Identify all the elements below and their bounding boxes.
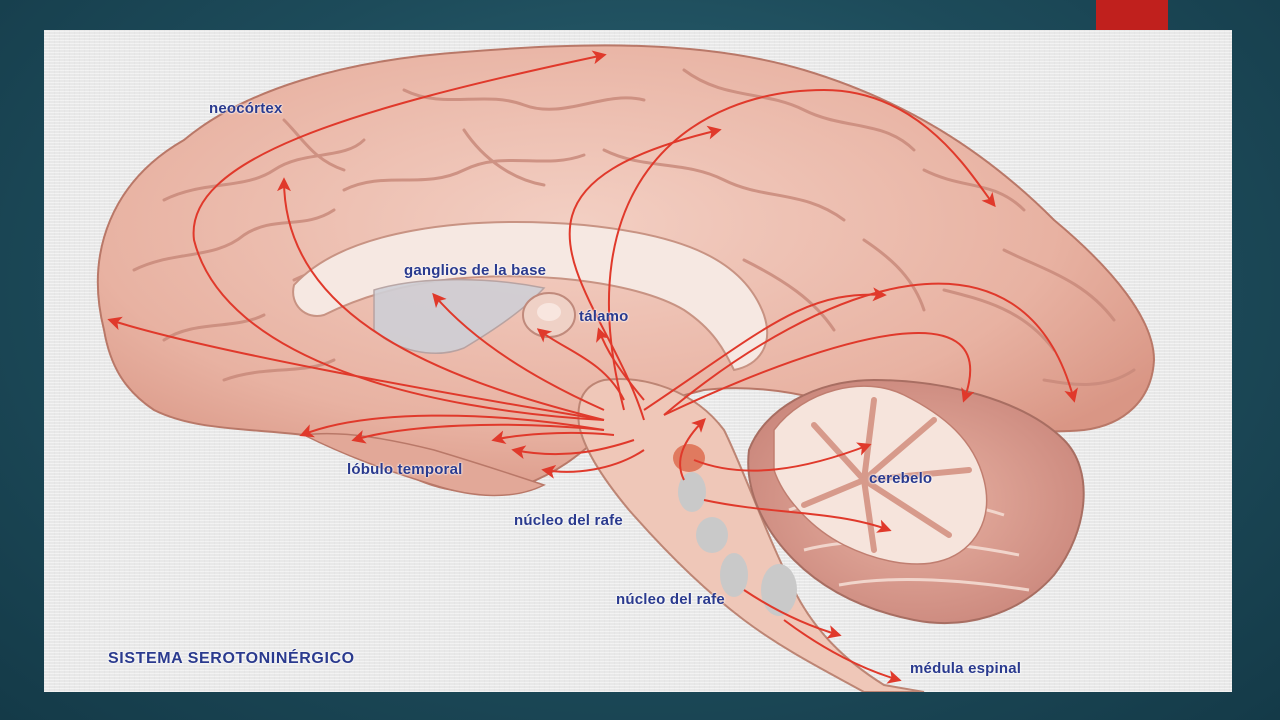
pathway-to-frontal-pole: [107, 316, 605, 421]
pathway-temporal-5: [541, 449, 645, 479]
label-basal-ganglia: ganglios de la base: [404, 262, 547, 279]
label-spinal-cord: médula espinal: [910, 660, 1022, 677]
pathway-to-cingulate: [277, 177, 605, 421]
slide-accent-tab: [1096, 0, 1168, 30]
arbor-vitae-branches: [801, 397, 972, 553]
temporal-lobe: [301, 432, 546, 497]
pathway-temporal-3: [491, 430, 615, 445]
pathway-to-occipital-lower: [663, 332, 975, 416]
pathway-to-basal-ganglia: [432, 292, 605, 411]
label-cerebellum: cerebelo: [869, 470, 933, 487]
basal-ganglia-region: [373, 278, 546, 354]
pathway-to-occipital: [643, 287, 887, 411]
pathway-to-thalamus: [536, 328, 625, 401]
diagram-panel: neocórtex ganglios de la base tálamo lób…: [44, 30, 1232, 692]
pathway-temporal-1: [299, 414, 605, 438]
pathway-superior-arc: [607, 88, 996, 411]
label-temporal-lobe: lóbulo temporal: [347, 461, 463, 478]
label-raphe-nucleus-lower: núcleo del rafe: [616, 591, 725, 608]
pathway-to-thalamus-2: [596, 327, 645, 401]
pathway-to-spinal-cord-2: [783, 619, 902, 684]
brain-sagittal-illustration: [96, 44, 1156, 692]
label-neocortex: neocórtex: [209, 100, 283, 117]
pathway-to-cerebellum-2: [703, 499, 892, 533]
pathway-ascending-raphe: [679, 418, 706, 481]
raphe-nuclei: [673, 444, 797, 616]
brainstem: [577, 378, 925, 692]
pathway-temporal-2: [351, 423, 605, 444]
arbor-vitae: [773, 385, 988, 565]
pathway-to-cerebellum-1: [693, 442, 872, 472]
label-thalamus: tálamo: [579, 308, 629, 325]
thalamus-core: [537, 303, 561, 321]
diagram-title: SISTEMA SEROTONINÉRGICO: [108, 650, 355, 667]
pathway-to-neocortex-front: [192, 50, 607, 421]
pathway-temporal-4: [511, 439, 635, 460]
pathway-to-posterior-pole: [663, 282, 1078, 416]
pathway-to-spinal-cord-1: [743, 589, 842, 639]
pathway-to-parietal: [568, 125, 722, 421]
label-raphe-nucleus-upper: núcleo del rafe: [514, 512, 623, 529]
serotonergic-pathways: [107, 50, 1078, 684]
